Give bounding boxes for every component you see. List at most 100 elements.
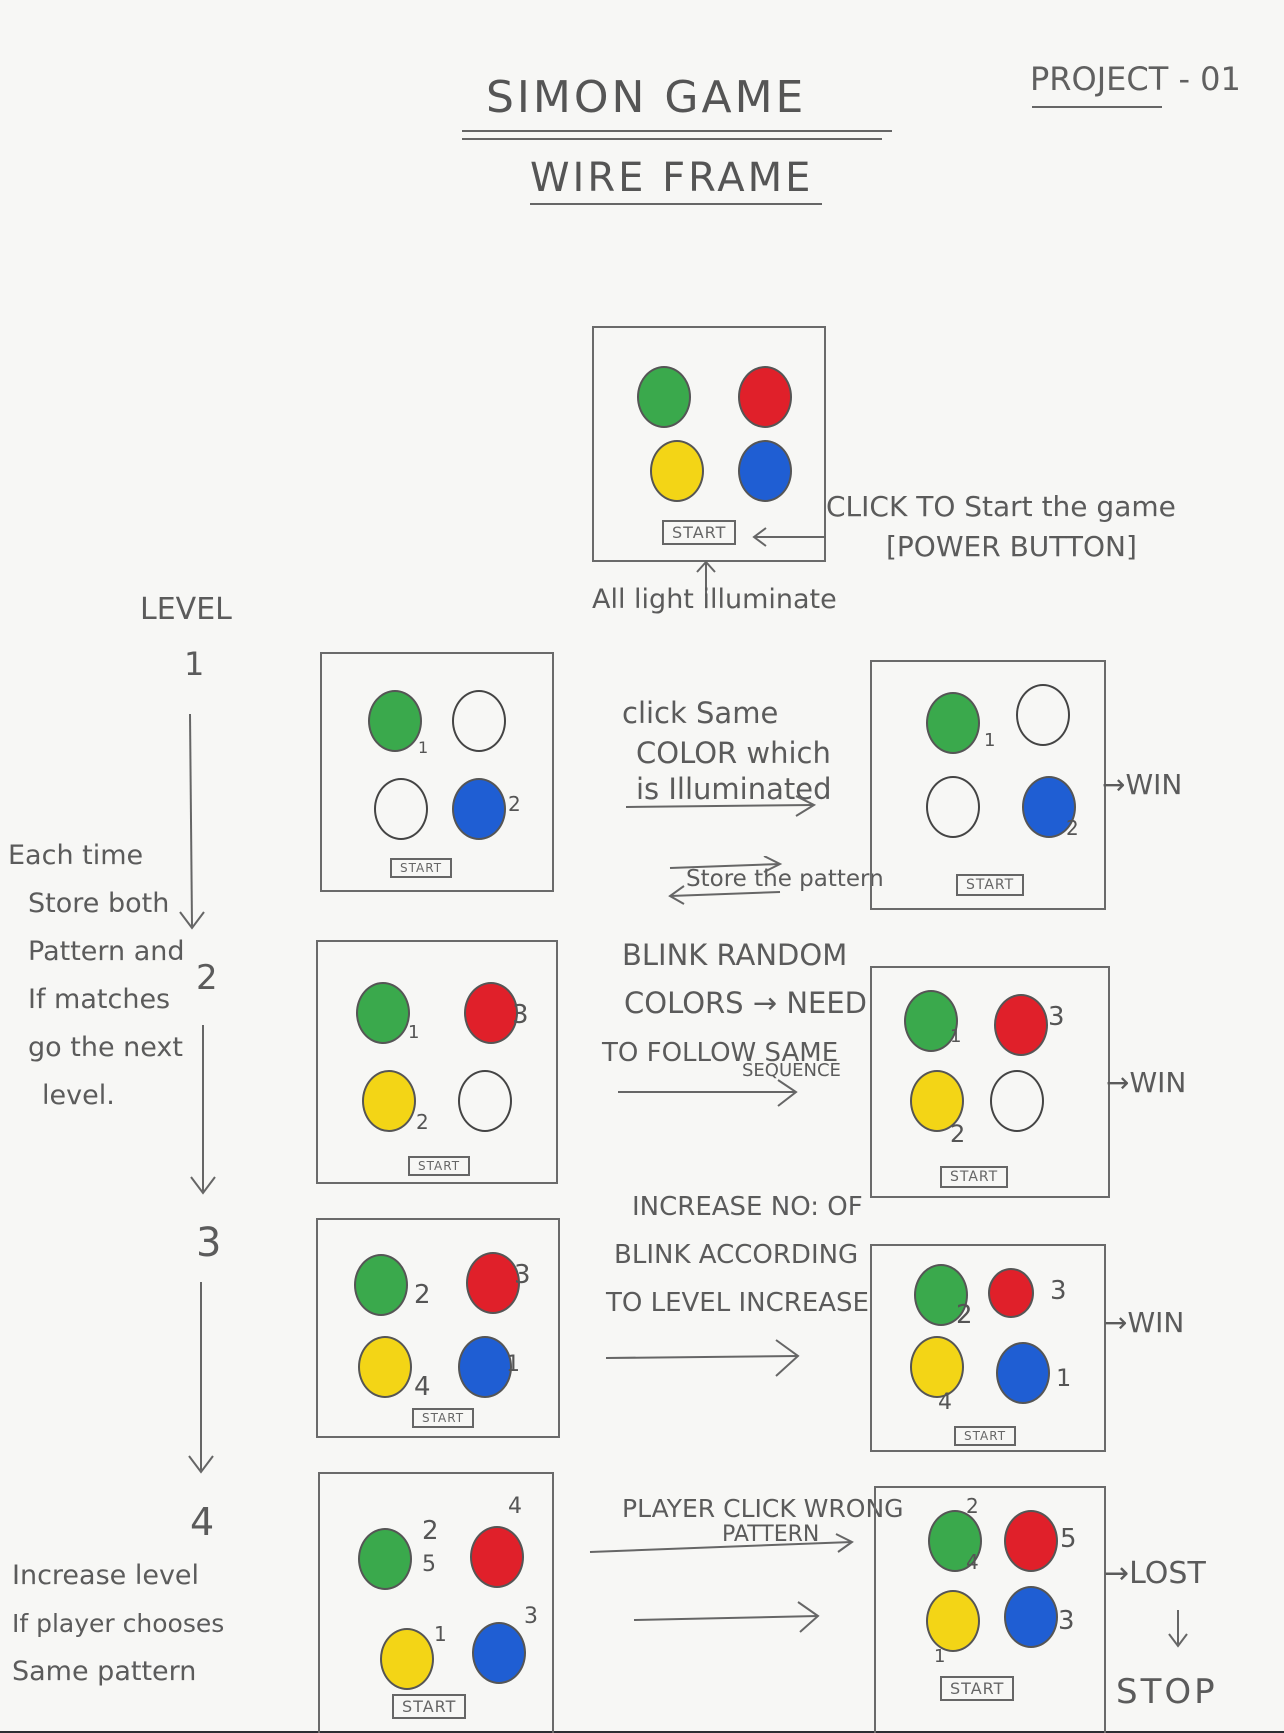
l2-left-green-button[interactable] xyxy=(356,982,410,1044)
sequence-number: 4 xyxy=(966,1550,979,1574)
row-4-arrow-small-icon xyxy=(589,1533,854,1553)
sequence-number: 3 xyxy=(1050,1276,1067,1306)
main-yellow-button[interactable] xyxy=(650,440,704,502)
sequence-number: 5 xyxy=(1060,1524,1077,1554)
sequence-number: 1 xyxy=(1056,1364,1072,1392)
sequence-number: 1 xyxy=(950,1026,962,1047)
row-1-arrow-right-icon xyxy=(625,795,817,817)
outcome-label: WIN xyxy=(1125,768,1183,801)
l2-left-red-button[interactable] xyxy=(464,982,518,1044)
arrow-left-icon xyxy=(752,527,826,547)
lost-down-arrow-icon xyxy=(1168,1610,1188,1648)
l2-right-green-button[interactable] xyxy=(904,990,958,1052)
l4-left-yellow-button[interactable] xyxy=(380,1628,434,1690)
row-2-note-2: COLORS → NEED xyxy=(624,986,867,1020)
l3-left-blue-button[interactable] xyxy=(458,1336,512,1398)
l2-left-yellow-button[interactable] xyxy=(362,1070,416,1132)
sequence-number: 1 xyxy=(408,1022,420,1043)
main-start-button[interactable]: START xyxy=(662,520,737,545)
l2-left-blue-button[interactable] xyxy=(458,1070,512,1132)
row-1-note-3: is Illuminated xyxy=(636,772,832,806)
l4-right-red-button[interactable] xyxy=(1004,1510,1058,1572)
side-note-line: Pattern and xyxy=(28,936,185,967)
sequence-number: 1 xyxy=(506,1352,520,1377)
click-to-start-note: CLICK TO Start the game xyxy=(826,490,1176,523)
l4-right-yellow-button[interactable] xyxy=(926,1590,980,1652)
row-2-outcome: →WIN xyxy=(1106,1066,1187,1099)
row-3-arrow-right-icon xyxy=(605,1339,800,1377)
main-blue-button[interactable] xyxy=(738,440,792,502)
l3-right-yellow-button[interactable] xyxy=(910,1336,964,1398)
l4-right-blue-button[interactable] xyxy=(1004,1586,1058,1648)
page-subtitle: WIRE FRAME xyxy=(530,155,814,201)
sequence-number: 2 xyxy=(414,1280,431,1310)
l1-right-yellow-button[interactable] xyxy=(926,776,980,838)
l1-right-red-button[interactable] xyxy=(1016,684,1070,746)
l4-left-blue-button[interactable] xyxy=(472,1622,526,1684)
row-2-note-3: TO FOLLOW SAME xyxy=(602,1038,839,1068)
l4-right-start-button[interactable]: START xyxy=(940,1676,1015,1701)
l3-left-green-button[interactable] xyxy=(354,1254,408,1316)
row-3-outcome: →WIN xyxy=(1104,1306,1185,1339)
l1-left-red-button[interactable] xyxy=(452,690,506,752)
level-1-right-box xyxy=(870,660,1106,910)
l4-left-start-button[interactable]: START xyxy=(392,1694,467,1719)
side-note-line: Increase level xyxy=(12,1560,200,1591)
l3-left-yellow-button[interactable] xyxy=(358,1336,412,1398)
level-4-right-box xyxy=(874,1486,1106,1733)
l3-right-green-button[interactable] xyxy=(914,1264,968,1326)
l2-right-start-button[interactable]: START xyxy=(940,1166,1009,1188)
level-2-label: 2 xyxy=(196,958,218,998)
row-4-arrow-right-icon xyxy=(633,1601,820,1633)
sequence-number: 2 xyxy=(1066,816,1079,840)
power-button-note: [POWER BUTTON] xyxy=(886,530,1137,563)
level-4-label: 4 xyxy=(190,1500,215,1544)
project-label: PROJECT - 01 xyxy=(1030,60,1241,98)
side-note-line: Store both xyxy=(28,888,170,919)
outcome-label: LOST xyxy=(1129,1556,1206,1591)
l4-left-red-button[interactable] xyxy=(470,1526,524,1588)
l1-left-yellow-button[interactable] xyxy=(374,778,428,840)
stop-label: STOP xyxy=(1116,1672,1218,1712)
l3-left-red-button[interactable] xyxy=(466,1252,520,1314)
l1-left-green-button[interactable] xyxy=(368,690,422,752)
illuminate-note: All light illuminate xyxy=(592,584,837,615)
l1-right-blue-button[interactable] xyxy=(1022,776,1076,838)
title-underline-2 xyxy=(462,138,882,140)
l1-left-start-button[interactable]: START xyxy=(390,858,453,878)
l2-left-start-button[interactable]: START xyxy=(408,1156,471,1176)
sequence-number: 2 xyxy=(956,1300,973,1330)
l3-right-blue-button[interactable] xyxy=(996,1342,1050,1404)
l1-right-start-button[interactable]: START xyxy=(956,874,1025,896)
level-3-right-box xyxy=(870,1244,1106,1452)
main-green-button[interactable] xyxy=(637,366,691,428)
l2-right-yellow-button[interactable] xyxy=(910,1070,964,1132)
sequence-number: 4 xyxy=(508,1494,522,1519)
sequence-number: 1 xyxy=(418,738,429,757)
main-red-button[interactable] xyxy=(738,366,792,428)
sequence-number: 2 xyxy=(966,1494,979,1518)
l2-right-blue-button[interactable] xyxy=(990,1070,1044,1132)
l4-right-green-button[interactable] xyxy=(928,1510,982,1572)
outcome-label: WIN xyxy=(1127,1306,1185,1339)
l2-right-red-button[interactable] xyxy=(994,994,1048,1056)
l1-right-green-button[interactable] xyxy=(926,692,980,754)
l4-left-green-button[interactable] xyxy=(358,1528,412,1590)
row-1-store-arrows-icon xyxy=(668,856,783,905)
level-2-arrow-icon xyxy=(190,1025,216,1195)
l3-left-start-button[interactable]: START xyxy=(412,1408,475,1428)
outcome-label: WIN xyxy=(1129,1066,1187,1099)
l3-right-start-button[interactable]: START xyxy=(954,1426,1017,1446)
l1-left-blue-button[interactable] xyxy=(452,778,506,840)
title-underline xyxy=(462,130,892,132)
l3-right-red-button[interactable] xyxy=(988,1268,1034,1318)
row-1-outcome: →WIN xyxy=(1102,768,1183,801)
level-1-left-box xyxy=(320,652,554,892)
side-note-line: Same pattern xyxy=(12,1656,197,1687)
level-2-right-box xyxy=(870,966,1110,1198)
row-4-note-2: PATTERN xyxy=(722,1522,820,1547)
store-pattern-note: Store the pattern xyxy=(686,866,884,892)
sequence-number: 4 xyxy=(938,1390,952,1415)
row-2-note-1: BLINK RANDOM xyxy=(622,938,848,972)
